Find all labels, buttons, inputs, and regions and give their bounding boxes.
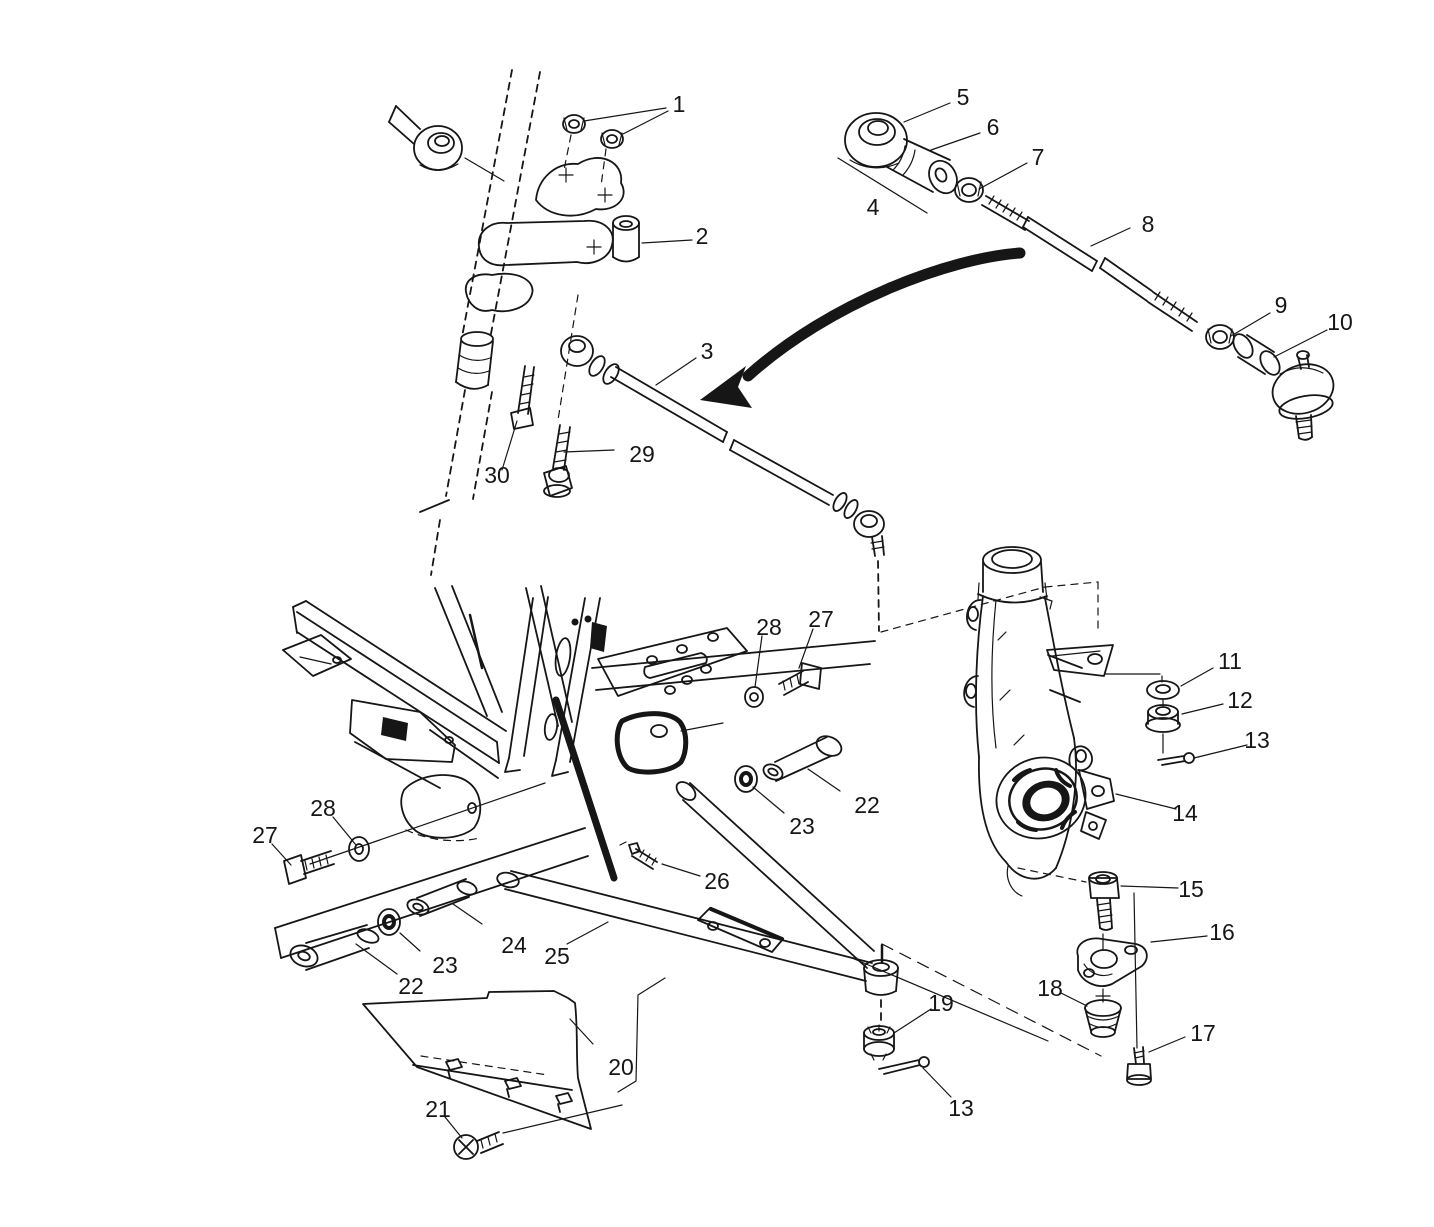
steering-knuckle	[963, 546, 1161, 897]
sleeve-22-left	[289, 924, 380, 971]
washer-28-left	[348, 836, 370, 862]
callout-20: 20	[608, 1054, 634, 1080]
callout-9: 9	[1275, 292, 1288, 318]
callout-13-lower: 13	[948, 1095, 974, 1121]
bolt-30	[510, 365, 535, 430]
callout-4: 4	[867, 194, 880, 220]
bolt-21	[453, 1104, 623, 1160]
callout-14: 14	[1172, 800, 1198, 826]
callout-16: 16	[1209, 919, 1235, 945]
callout-labels: 1 2 3 4 5 6 7 8 9 10 11 12 13 14 15 16 1…	[252, 84, 1353, 1122]
callout-22-right: 22	[854, 792, 880, 818]
washer-23-right	[734, 765, 758, 793]
outer-tie-rod-end-10	[1232, 333, 1335, 441]
callout-18: 18	[1037, 975, 1063, 1001]
callout-8: 8	[1142, 211, 1155, 237]
callout-22-left: 22	[398, 973, 424, 999]
callout-28-left: 28	[310, 795, 336, 821]
callout-24: 24	[501, 932, 527, 958]
a-arm	[496, 781, 875, 982]
sleeve-22-right	[762, 735, 843, 782]
callout-29: 29	[629, 441, 655, 467]
cotter-pin-13-lower	[878, 1056, 930, 1075]
washer-28-top	[744, 686, 764, 708]
callout-26: 26	[704, 868, 730, 894]
callout-19: 19	[928, 990, 954, 1016]
nut-part-9	[1205, 324, 1235, 350]
callout-13-upper: 13	[1244, 727, 1270, 753]
callout-23-left: 23	[432, 952, 458, 978]
a-arm-guard-20	[362, 990, 594, 1130]
tie-rod-end-assembly	[837, 112, 1198, 332]
plate-16	[1076, 937, 1148, 987]
bolt-27-left	[283, 850, 335, 885]
steering-column	[419, 69, 541, 576]
callout-21: 21	[425, 1096, 451, 1122]
pointer-line	[552, 696, 618, 882]
bolt-29	[543, 424, 573, 498]
callout-5: 5	[957, 84, 970, 110]
ball-joint-cup-18	[1084, 988, 1122, 1038]
pitman-arm-plate	[464, 157, 640, 421]
callout-15: 15	[1178, 876, 1204, 902]
callout-17: 17	[1190, 1020, 1216, 1046]
callout-6: 6	[987, 114, 1000, 140]
castle-nut-19	[863, 1024, 895, 1061]
tie-rod-3	[560, 335, 885, 632]
alignment-dashes	[880, 581, 1099, 633]
callout-27-left: 27	[252, 822, 278, 848]
washer-nut-cotter-stack	[1145, 675, 1195, 766]
assembly-axis-lines	[309, 782, 1102, 1057]
bolt-17	[1126, 1046, 1152, 1086]
pivot-tube-24	[406, 878, 478, 917]
bolt-15	[1017, 867, 1138, 1049]
callout-1: 1	[673, 91, 686, 117]
grease-fitting-26	[619, 841, 658, 870]
callout-23-right: 23	[789, 813, 815, 839]
callout-30: 30	[484, 462, 510, 488]
callout-7: 7	[1032, 144, 1045, 170]
direction-arrow	[700, 247, 1026, 408]
callout-2: 2	[696, 223, 709, 249]
callout-28-top: 28	[756, 614, 782, 640]
bolt-27-top	[778, 662, 822, 696]
washer-23-left	[377, 908, 401, 936]
arm-ball-joint-stud	[863, 943, 899, 1026]
callout-25: 25	[544, 943, 570, 969]
column-rod-end	[388, 105, 505, 182]
callout-27-top: 27	[808, 606, 834, 632]
leader-lines	[271, 102, 1328, 1139]
callout-3: 3	[701, 338, 714, 364]
callout-10: 10	[1327, 309, 1353, 335]
frame	[274, 585, 1083, 1093]
callout-12: 12	[1227, 687, 1253, 713]
callout-11: 11	[1218, 648, 1242, 674]
